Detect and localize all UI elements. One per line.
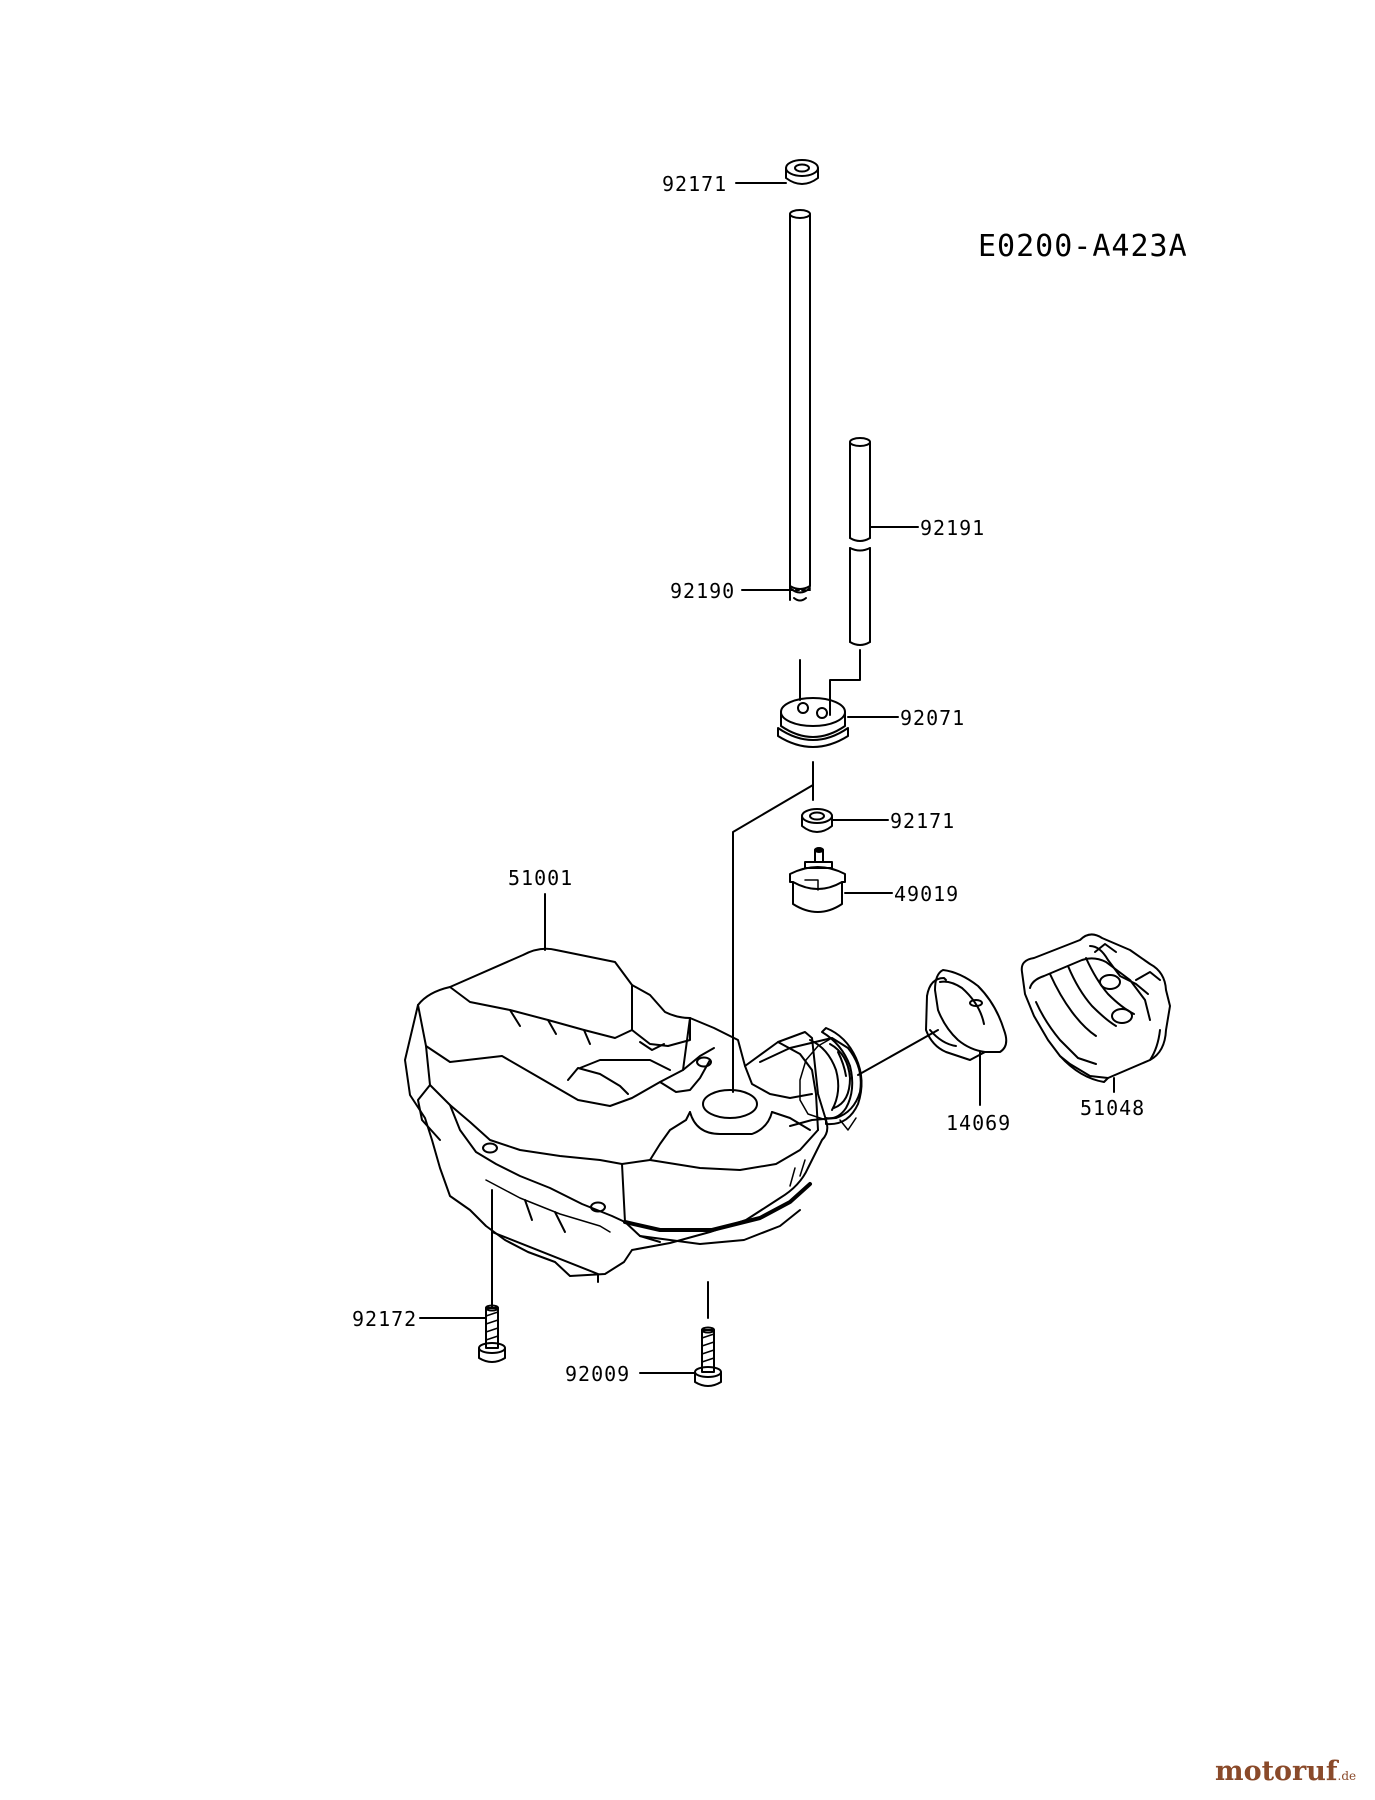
- part-label-92071: 92071: [900, 706, 966, 730]
- part-label-92190: 92190: [670, 579, 736, 603]
- part-label-92171-top: 92171: [662, 172, 728, 196]
- bolt-92172-part: [478, 1304, 506, 1363]
- fuel-filter-part: [789, 847, 846, 913]
- part-label-51001: 51001: [508, 866, 574, 890]
- fuel-tank-part: [404, 947, 863, 1277]
- part-label-92171-bottom: 92171: [890, 809, 956, 833]
- watermark-tld: .de: [1337, 1769, 1357, 1783]
- clip-part-bottom: [801, 808, 833, 833]
- part-label-92172: 92172: [352, 1307, 418, 1331]
- watermark-name: motoruf: [1215, 1756, 1338, 1787]
- air-filter-cover-part: [1020, 933, 1171, 1083]
- grommet-part: [777, 697, 849, 748]
- tank-cap-part: [925, 969, 1008, 1061]
- clip-part-top: [785, 159, 819, 185]
- part-label-92009: 92009: [565, 1362, 631, 1386]
- long-tube-part: [849, 437, 871, 646]
- bolt-92009-part: [694, 1326, 722, 1387]
- part-label-49019: 49019: [894, 882, 960, 906]
- short-tube-part: [789, 209, 811, 591]
- part-label-51048: 51048: [1080, 1096, 1146, 1120]
- part-label-14069: 14069: [946, 1111, 1012, 1135]
- diagram-code: E0200-A423A: [978, 229, 1188, 264]
- part-label-92191: 92191: [920, 516, 986, 540]
- watermark-logo: motoruf.de: [1215, 1758, 1356, 1785]
